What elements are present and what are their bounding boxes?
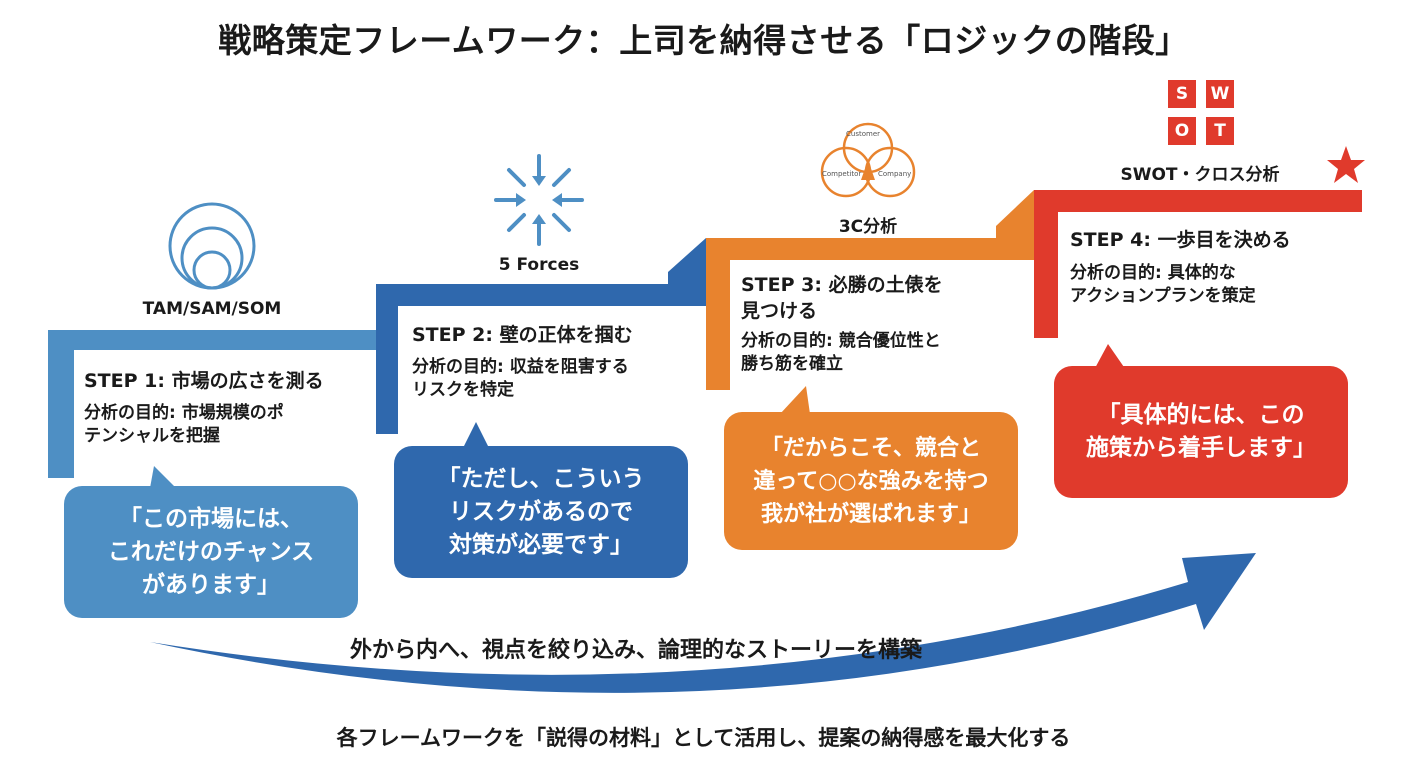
page-title: 戦略策定フレームワーク：上司を納得させる「ロジックの階段」	[218, 21, 1189, 60]
step2-bubble-line3: 対策が必要です」	[449, 531, 633, 558]
step3-bubble-tail	[780, 386, 810, 414]
step4-bubble-tail	[1094, 344, 1126, 370]
step3-desc-line2: 勝ち筋を確立	[741, 354, 843, 374]
venn-label-competitor: Competitor	[822, 170, 862, 178]
swot-t: T	[1206, 117, 1234, 145]
step1-title: STEP 1: 市場の広さを測る	[84, 370, 324, 392]
step1-desc-line1: 分析の目的: 市場規模のポ	[84, 403, 284, 423]
footer-caption: 各フレームワークを「説得の材料」として活用し、提案の納得感を最大化する	[336, 726, 1071, 750]
story-arrow	[150, 553, 1256, 693]
step2-title: STEP 2: 壁の正体を掴む	[412, 324, 633, 346]
step1-desc: 分析の目的: 市場規模のポ テンシャルを把握	[84, 402, 284, 448]
step2-desc-line2: リスクを特定	[412, 380, 514, 400]
step1-bubble: 「この市場には、 これだけのチャンス があります」	[64, 486, 358, 618]
concentric-circles-icon	[168, 202, 256, 290]
step1-framework-label: TAM/SAM/SOM	[142, 299, 282, 319]
step4-desc-line2: アクションプランを策定	[1070, 286, 1256, 306]
step3-stair	[706, 238, 1034, 390]
step1-desc-line2: テンシャルを把握	[84, 426, 220, 446]
step4-bubble-line2: 施策から着手します」	[1086, 435, 1316, 461]
step3-bubble-line2: 違って○○な強みを持つ	[753, 468, 989, 494]
step4-stair	[1034, 190, 1362, 338]
step3-connector	[996, 190, 1034, 238]
step4-desc: 分析の目的: 具体的な アクションプランを策定	[1070, 262, 1256, 308]
swot-w: W	[1206, 80, 1234, 108]
step2-bubble-line1: 「ただし、こういう	[437, 465, 645, 492]
step4-title: STEP 4: 一歩目を決める	[1070, 229, 1291, 251]
step1-stair	[48, 330, 376, 478]
story-caption: 外から内へ、視点を絞り込み、論理的なストーリーを構築	[350, 638, 923, 663]
step1-bubble-line2: これだけのチャンス	[107, 538, 315, 565]
step2-desc: 分析の目的: 収益を阻害する リスクを特定	[412, 356, 629, 402]
step2-stair	[376, 284, 706, 434]
step1-bubble-line1: 「この市場には、	[119, 505, 303, 532]
step4-bubble: 「具体的には、この 施策から着手します」	[1054, 366, 1348, 498]
swot-s: S	[1168, 80, 1196, 108]
step3-bubble-line3: 我が社が選ばれます」	[760, 501, 981, 527]
step4-bubble-line1: 「具体的には、この	[1097, 402, 1305, 428]
step2-desc-line1: 分析の目的: 収益を阻害する	[412, 357, 629, 377]
step4-desc-line1: 分析の目的: 具体的な	[1070, 263, 1236, 283]
step3-bubble-line1: 「だからこそ、競合と	[760, 435, 981, 461]
step3-title-line2: 見つける	[741, 300, 818, 322]
step3-bubble: 「だからこそ、競合と 違って○○な強みを持つ 我が社が選ばれます」	[724, 412, 1018, 550]
converging-arrows-icon	[494, 154, 584, 246]
step2-bubble-tail	[462, 422, 490, 450]
star-icon	[1327, 146, 1365, 183]
swot-o: O	[1168, 117, 1196, 145]
step3-desc-line1: 分析の目的: 競合優位性と	[741, 331, 941, 351]
step1-bubble-tail	[150, 466, 176, 488]
step4-framework-label: SWOT・クロス分析	[1120, 165, 1280, 185]
step1-bubble-line3: があります」	[142, 571, 280, 598]
step3-title-line1: STEP 3: 必勝の土俵を	[741, 274, 943, 296]
step2-connector	[668, 238, 706, 284]
step2-bubble-line2: リスクがあるので	[449, 498, 633, 525]
venn-overlap	[861, 160, 875, 180]
step2-bubble: 「ただし、こういう リスクがあるので 対策が必要です」	[394, 446, 688, 578]
venn-label-customer: Customer	[846, 130, 881, 138]
step2-framework-label: 5 Forces	[498, 255, 580, 275]
step3-title: STEP 3: 必勝の土俵を 見つける	[741, 272, 943, 324]
step3-desc: 分析の目的: 競合優位性と 勝ち筋を確立	[741, 330, 941, 376]
venn-label-company: Company	[878, 170, 912, 178]
step3-framework-label: 3C分析	[838, 217, 898, 237]
